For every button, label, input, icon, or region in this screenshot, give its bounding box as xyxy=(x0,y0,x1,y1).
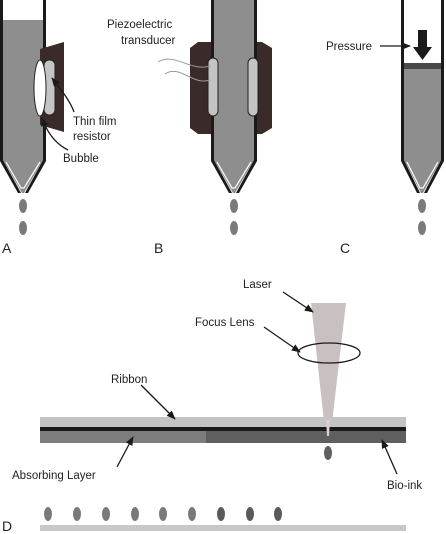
label-piezo-line2: transducer xyxy=(121,35,176,47)
leader-thin-film xyxy=(51,77,75,113)
substrate xyxy=(40,525,406,531)
leader-bio-ink xyxy=(381,439,398,475)
label-ribbon: Ribbon xyxy=(111,374,147,386)
panel-letter-b: B xyxy=(154,240,163,256)
leader-piezo-2 xyxy=(164,71,211,82)
nozzle-b-droplet-1 xyxy=(230,199,238,213)
leader-laser xyxy=(282,291,314,313)
nozzle-b-droplet-2 xyxy=(230,221,238,235)
pressure-arrow-icon xyxy=(413,30,432,60)
leader-piezo-1 xyxy=(157,58,211,68)
label-laser: Laser xyxy=(243,279,272,291)
nozzle-b-liquid xyxy=(214,0,254,193)
nozzle-c-droplet-1 xyxy=(418,199,426,213)
nozzle-a-droplet-2 xyxy=(19,221,27,235)
nozzle-c-droplet-2 xyxy=(418,221,426,235)
label-bio-ink: Bio-ink xyxy=(387,480,422,492)
panel-letter-c: C xyxy=(340,240,350,256)
nozzle-a-left-wall xyxy=(0,0,21,193)
panel-d-laser-bioprinting: Laser Focus Lens Ribbon Absorbing Layer … xyxy=(2,279,422,534)
focus-lens xyxy=(297,342,361,364)
piezo-element-left xyxy=(207,57,219,117)
absorbing-layer xyxy=(40,431,206,443)
label-pressure: Pressure xyxy=(326,41,372,53)
laser-focal-spot xyxy=(326,420,330,436)
piezo-element-right xyxy=(247,57,259,117)
nozzle-a-liquid xyxy=(3,20,43,193)
leader-ribbon xyxy=(140,384,176,420)
printed-droplet-7 xyxy=(217,507,225,521)
leader-absorbing-layer xyxy=(116,436,134,468)
pressure-piston xyxy=(404,63,441,69)
panel-letter-d: D xyxy=(2,518,12,534)
panel-a-thermal-nozzle: Thin film resistor Bubble A xyxy=(0,0,116,256)
ejected-droplet xyxy=(324,446,332,460)
printed-droplet-6 xyxy=(188,507,196,521)
printed-droplet-1 xyxy=(44,507,52,521)
label-thin-film-line2: resistor xyxy=(73,131,111,143)
label-thin-film-line1: Thin film xyxy=(73,116,116,128)
laser-beam xyxy=(311,303,346,440)
nozzle-c-liquid xyxy=(404,68,441,193)
printed-droplet-2 xyxy=(73,507,81,521)
label-piezo-line1: Piezoelectric xyxy=(107,19,172,31)
nozzle-a-droplet-1 xyxy=(19,199,27,213)
printed-droplet-3 xyxy=(102,507,110,521)
nozzle-b-left-wall xyxy=(211,0,232,193)
nozzle-c-left-wall xyxy=(401,0,420,193)
bio-ink-layer xyxy=(206,431,406,443)
nozzle-a-tip-highlight xyxy=(5,161,41,189)
leader-focus-lens xyxy=(263,326,301,353)
vapor-bubble xyxy=(33,59,47,117)
ribbon-dark-line xyxy=(40,427,406,431)
printed-droplet-9 xyxy=(274,507,282,521)
nozzle-c-tip-highlight xyxy=(406,161,439,189)
printed-droplet-5 xyxy=(159,507,167,521)
panel-c-pressure-nozzle: Pressure C xyxy=(326,0,444,256)
nozzle-c-right-wall xyxy=(424,0,444,193)
label-focus-lens: Focus Lens xyxy=(195,317,255,329)
leader-bubble xyxy=(41,117,69,151)
printed-droplet-row xyxy=(44,507,282,521)
panel-letter-a: A xyxy=(2,240,12,256)
printed-droplet-8 xyxy=(246,507,254,521)
nozzle-b-right-wall xyxy=(236,0,257,193)
label-absorbing-layer: Absorbing Layer xyxy=(12,470,96,482)
ribbon xyxy=(40,417,406,427)
printed-droplet-4 xyxy=(131,507,139,521)
nozzle-b-tip-highlight xyxy=(216,161,252,189)
panel-b-piezo-nozzle: Piezoelectric transducer B xyxy=(107,0,272,256)
label-bubble: Bubble xyxy=(63,153,99,165)
nozzle-a-right-wall xyxy=(25,0,46,193)
